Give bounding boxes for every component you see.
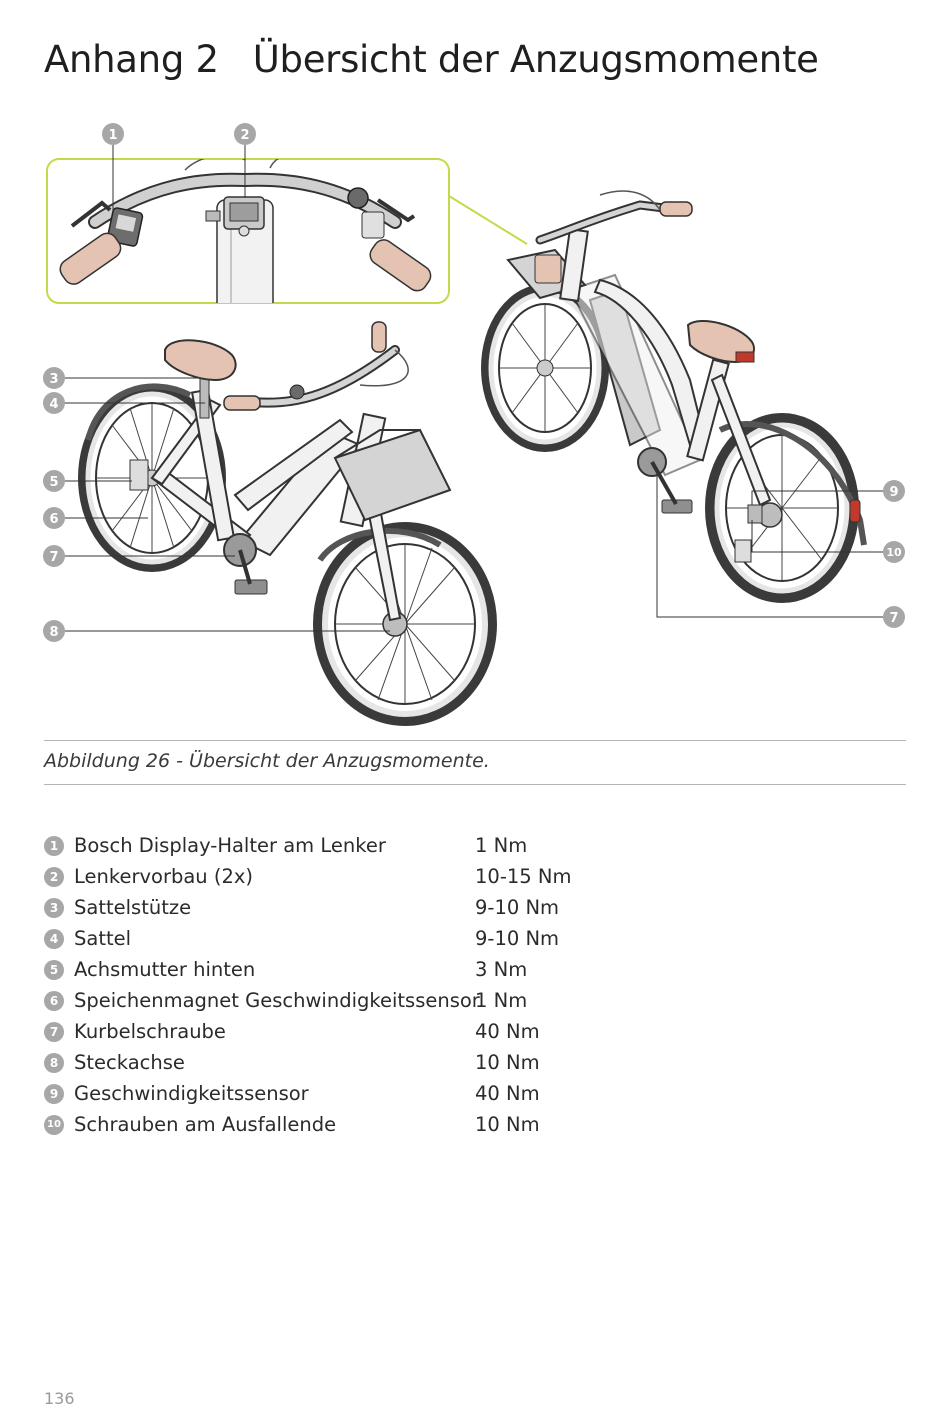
spec-label: Steckachse bbox=[74, 1051, 185, 1074]
spec-torque-value: 9-10 Nm bbox=[475, 896, 560, 919]
spec-row: 1 Bosch Display-Halter am Lenker 1 Nm bbox=[44, 830, 744, 861]
spec-row: 2 Lenkervorbau (2x) 10-15 Nm bbox=[44, 861, 744, 892]
torque-overview-figure: 1 2 3 4 5 6 7 8 9 10 7 bbox=[0, 110, 950, 735]
spec-label: Sattel bbox=[74, 927, 132, 950]
svg-text:3: 3 bbox=[49, 372, 58, 387]
figure-caption: Abbildung 26 - Übersicht der Anzugsmomen… bbox=[44, 750, 490, 772]
callout-1: 1 bbox=[102, 123, 124, 145]
item-number-badge: 7 bbox=[44, 1021, 64, 1042]
spec-row: 4 Sattel 9-10 Nm bbox=[44, 923, 744, 954]
spec-label: Schrauben am Ausfallende bbox=[74, 1113, 337, 1136]
callout-3: 3 bbox=[43, 367, 65, 389]
callout-9: 9 bbox=[883, 480, 905, 502]
bike-front-view bbox=[78, 321, 497, 726]
leader-lines bbox=[65, 145, 883, 632]
svg-text:2: 2 bbox=[240, 128, 249, 143]
item-number-badge: 10 bbox=[44, 1114, 64, 1135]
bike-rear-view bbox=[481, 190, 867, 603]
spec-torque-value: 10 Nm bbox=[475, 1113, 540, 1136]
spec-torque-value: 9-10 Nm bbox=[475, 927, 560, 950]
spec-torque-value: 1 Nm bbox=[475, 989, 528, 1012]
spec-torque-value: 10 Nm bbox=[475, 1051, 540, 1074]
item-number-badge: 6 bbox=[44, 990, 64, 1011]
torque-spec-list: 1 Bosch Display-Halter am Lenker 1 Nm 2 Len… bbox=[44, 830, 744, 1140]
spec-row: 10 Schrauben am Ausfallende 10 Nm bbox=[44, 1109, 744, 1140]
page-title: Anhang 2 Übersicht der Anzugsmomente bbox=[44, 38, 819, 81]
item-number-badge: 2 bbox=[44, 866, 64, 887]
callout-5: 5 bbox=[43, 470, 65, 492]
svg-text:8: 8 bbox=[49, 625, 58, 640]
svg-text:4: 4 bbox=[49, 397, 58, 412]
callout-7: 7 bbox=[43, 545, 65, 567]
spec-torque-value: 40 Nm bbox=[475, 1020, 540, 1043]
item-number-badge: 1 bbox=[44, 835, 64, 856]
caption-top-rule bbox=[44, 740, 906, 741]
spec-torque-value: 10-15 Nm bbox=[475, 865, 572, 888]
svg-text:10: 10 bbox=[886, 546, 902, 559]
item-number-badge: 3 bbox=[44, 897, 64, 918]
callout-7-rear: 7 bbox=[883, 606, 905, 628]
spec-row: 7 Kurbelschraube 40 Nm bbox=[44, 1016, 744, 1047]
callout-2: 2 bbox=[234, 123, 256, 145]
spec-row: 5 Achsmutter hinten 3 Nm bbox=[44, 954, 744, 985]
svg-text:5: 5 bbox=[49, 475, 58, 490]
svg-text:6: 6 bbox=[49, 512, 58, 527]
spec-torque-value: 1 Nm bbox=[475, 834, 528, 857]
item-number-badge: 8 bbox=[44, 1052, 64, 1073]
item-number-badge: 9 bbox=[44, 1083, 64, 1104]
spec-row: 3 Sattelstütze 9-10 Nm bbox=[44, 892, 744, 923]
svg-text:7: 7 bbox=[49, 550, 58, 565]
spec-torque-value: 40 Nm bbox=[475, 1082, 540, 1105]
spec-label: Kurbelschraube bbox=[74, 1020, 226, 1043]
item-number-badge: 4 bbox=[44, 928, 64, 949]
callout-10: 10 bbox=[883, 541, 905, 563]
handlebar-detail bbox=[46, 158, 528, 304]
callout-6: 6 bbox=[43, 507, 65, 529]
spec-label: Geschwindigkeitssensor bbox=[74, 1082, 309, 1105]
page-number: 136 bbox=[44, 1389, 75, 1408]
spec-label: Achsmutter hinten bbox=[74, 958, 256, 981]
callout-8: 8 bbox=[43, 620, 65, 642]
spec-label: Bosch Display-Halter am Lenker bbox=[74, 834, 386, 857]
spec-torque-value: 3 Nm bbox=[475, 958, 528, 981]
spec-row: 9 Geschwindigkeitssensor 40 Nm bbox=[44, 1078, 744, 1109]
appendix-number: Anhang 2 bbox=[44, 38, 219, 81]
spec-label: Lenkervorbau (2x) bbox=[74, 865, 254, 888]
spec-row: 8 Steckachse 10 Nm bbox=[44, 1047, 744, 1078]
svg-text:9: 9 bbox=[889, 485, 898, 500]
svg-text:7: 7 bbox=[889, 611, 898, 626]
spec-label: Sattelstütze bbox=[74, 896, 192, 919]
item-number-badge: 5 bbox=[44, 959, 64, 980]
callout-4: 4 bbox=[43, 392, 65, 414]
appendix-title: Übersicht der Anzugsmomente bbox=[252, 38, 819, 81]
bike-illustration: 1 2 3 4 5 6 7 8 9 10 7 bbox=[43, 123, 905, 726]
svg-text:1: 1 bbox=[108, 128, 117, 143]
spec-label: Speichenmagnet Geschwindigkeitssensor bbox=[74, 989, 480, 1012]
caption-bottom-rule bbox=[44, 784, 906, 785]
